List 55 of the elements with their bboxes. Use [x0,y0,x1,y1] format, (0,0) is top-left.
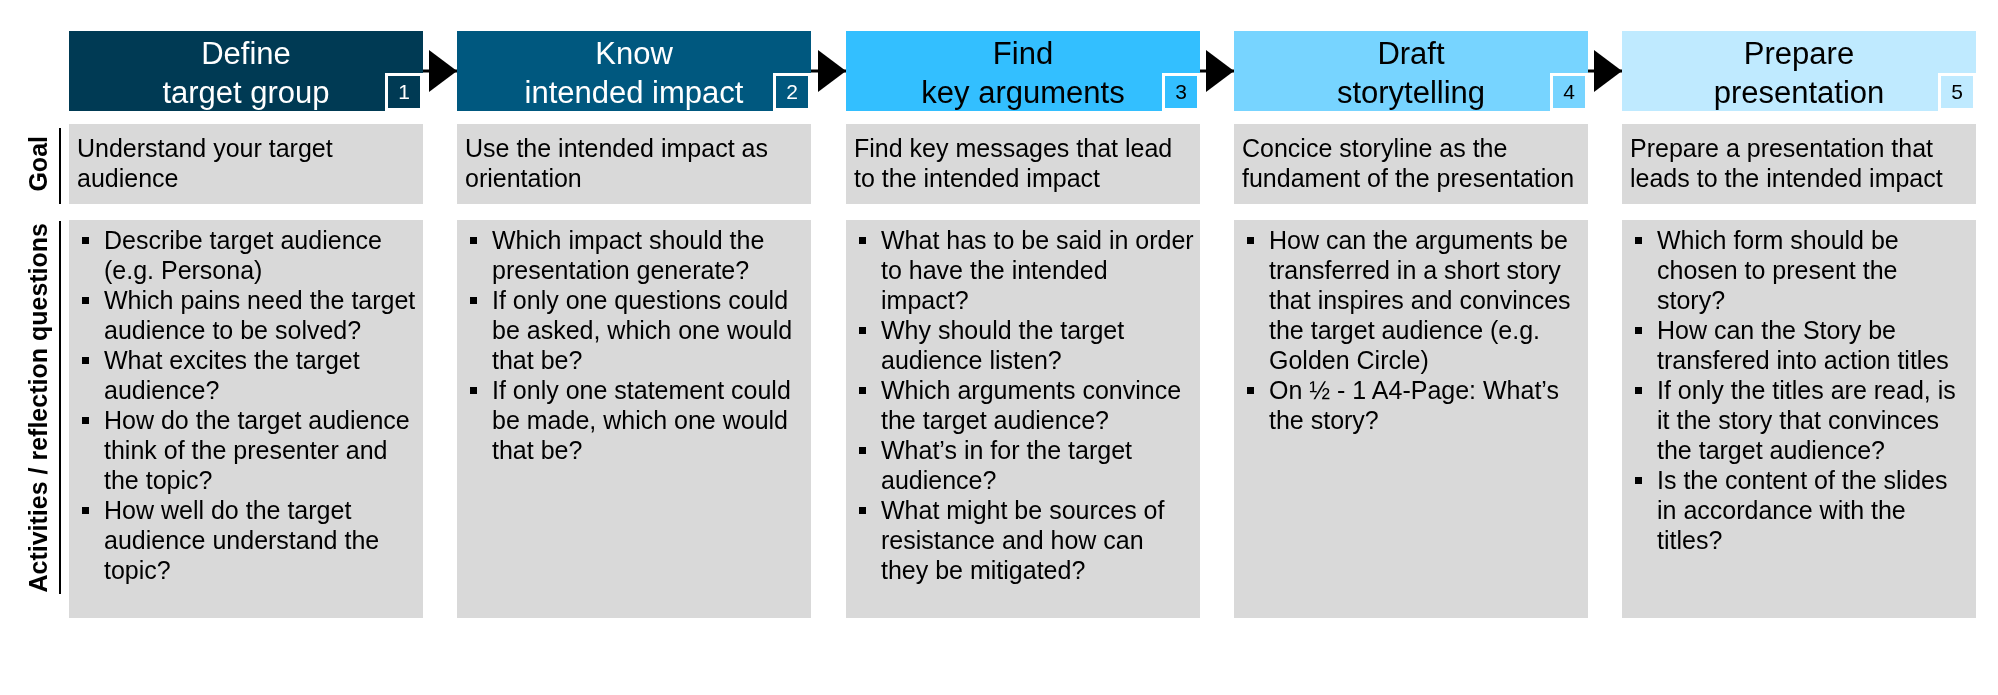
step-title: Define target group [162,34,330,112]
goal-panel [846,124,1200,204]
arrow [811,50,846,92]
activity-panel [1234,220,1588,618]
step-number: 1 [385,73,423,111]
arrow [1200,50,1234,92]
step-header [1622,31,1976,111]
activity-panel [69,220,423,618]
row-label: Goal [24,136,52,192]
goal-text: Prepare a presentation that leads to the intended impact [1630,134,1944,193]
goal-panel [457,124,811,204]
bullet-point: If only one questions could be asked, which one would that be? [457,285,806,375]
bullet-point: How can the Story be transfered into action titles [1622,315,1971,375]
arrow [1588,50,1622,92]
step-header [846,31,1200,111]
bullet-point: What’s in for the target audience? [846,435,1195,495]
goal-panel [1622,124,1976,204]
bullet-point: Which pains need the target audience to be solved? [69,285,418,345]
bullet-point: Which impact should the presentation generate? [457,225,806,285]
bullet-point: Is the content of the slides in accordance with the titles? [1622,465,1971,555]
bullet-point: What excites the target audience? [69,345,418,405]
step-number: 2 [773,73,811,111]
row-label: Activities / reflection questions [24,223,52,593]
step-number: 4 [1550,73,1588,111]
goal-text: Understand your target audience [77,134,334,193]
bullet-point: How can the arguments be transferred in a short story that inspires and convinces the target audience (e.g. Golden Circle) [1234,225,1583,375]
step-title: Know intended impact [524,34,744,112]
bullet-point: What has to be said in order to have the intended impact? [846,225,1195,315]
bullet-point: Describe target audience (e.g. Persona) [69,225,418,285]
goal-panel [1234,124,1588,204]
arrow [423,50,457,92]
step-title: Draft storytelling [1336,34,1486,112]
activity-panel [457,220,811,618]
activity-panel [846,220,1200,618]
step-title: Prepare presentation [1713,34,1885,112]
bullet-point: On ½ - 1 A4-Page: What’s the story? [1234,375,1583,435]
bullet-point: How do the target audience think of the presenter and the topic? [69,405,418,495]
step-title: Find key arguments [921,34,1125,112]
bullet-point: Which arguments convince the target audience? [846,375,1195,435]
step-header [1234,31,1588,111]
bullet-point: Why should the target audience listen? [846,315,1195,375]
step-header [69,31,423,111]
goal-text: Concice storyline as the fundament of the presentation [1242,134,1576,193]
goal-text: Use the intended impact as orientation [465,134,769,193]
bullet-point: Which form should be chosen to present the story? [1622,225,1971,315]
goal-panel [69,124,423,204]
step-number: 5 [1938,73,1976,111]
step-header [457,31,811,111]
activity-panel [1622,220,1976,618]
bullet-point: If only the titles are read, is it the story that convinces the target audience? [1622,375,1971,465]
step-number: 3 [1162,73,1200,111]
goal-text: Find key messages that lead to the intended impact [854,134,1174,193]
bullet-point: How well do the target audience understand the topic? [69,495,418,585]
bullet-point: If only one statement could be made, which one would that be? [457,375,806,465]
bullet-point: What might be sources of resistance and how can they be mitigated? [846,495,1195,585]
